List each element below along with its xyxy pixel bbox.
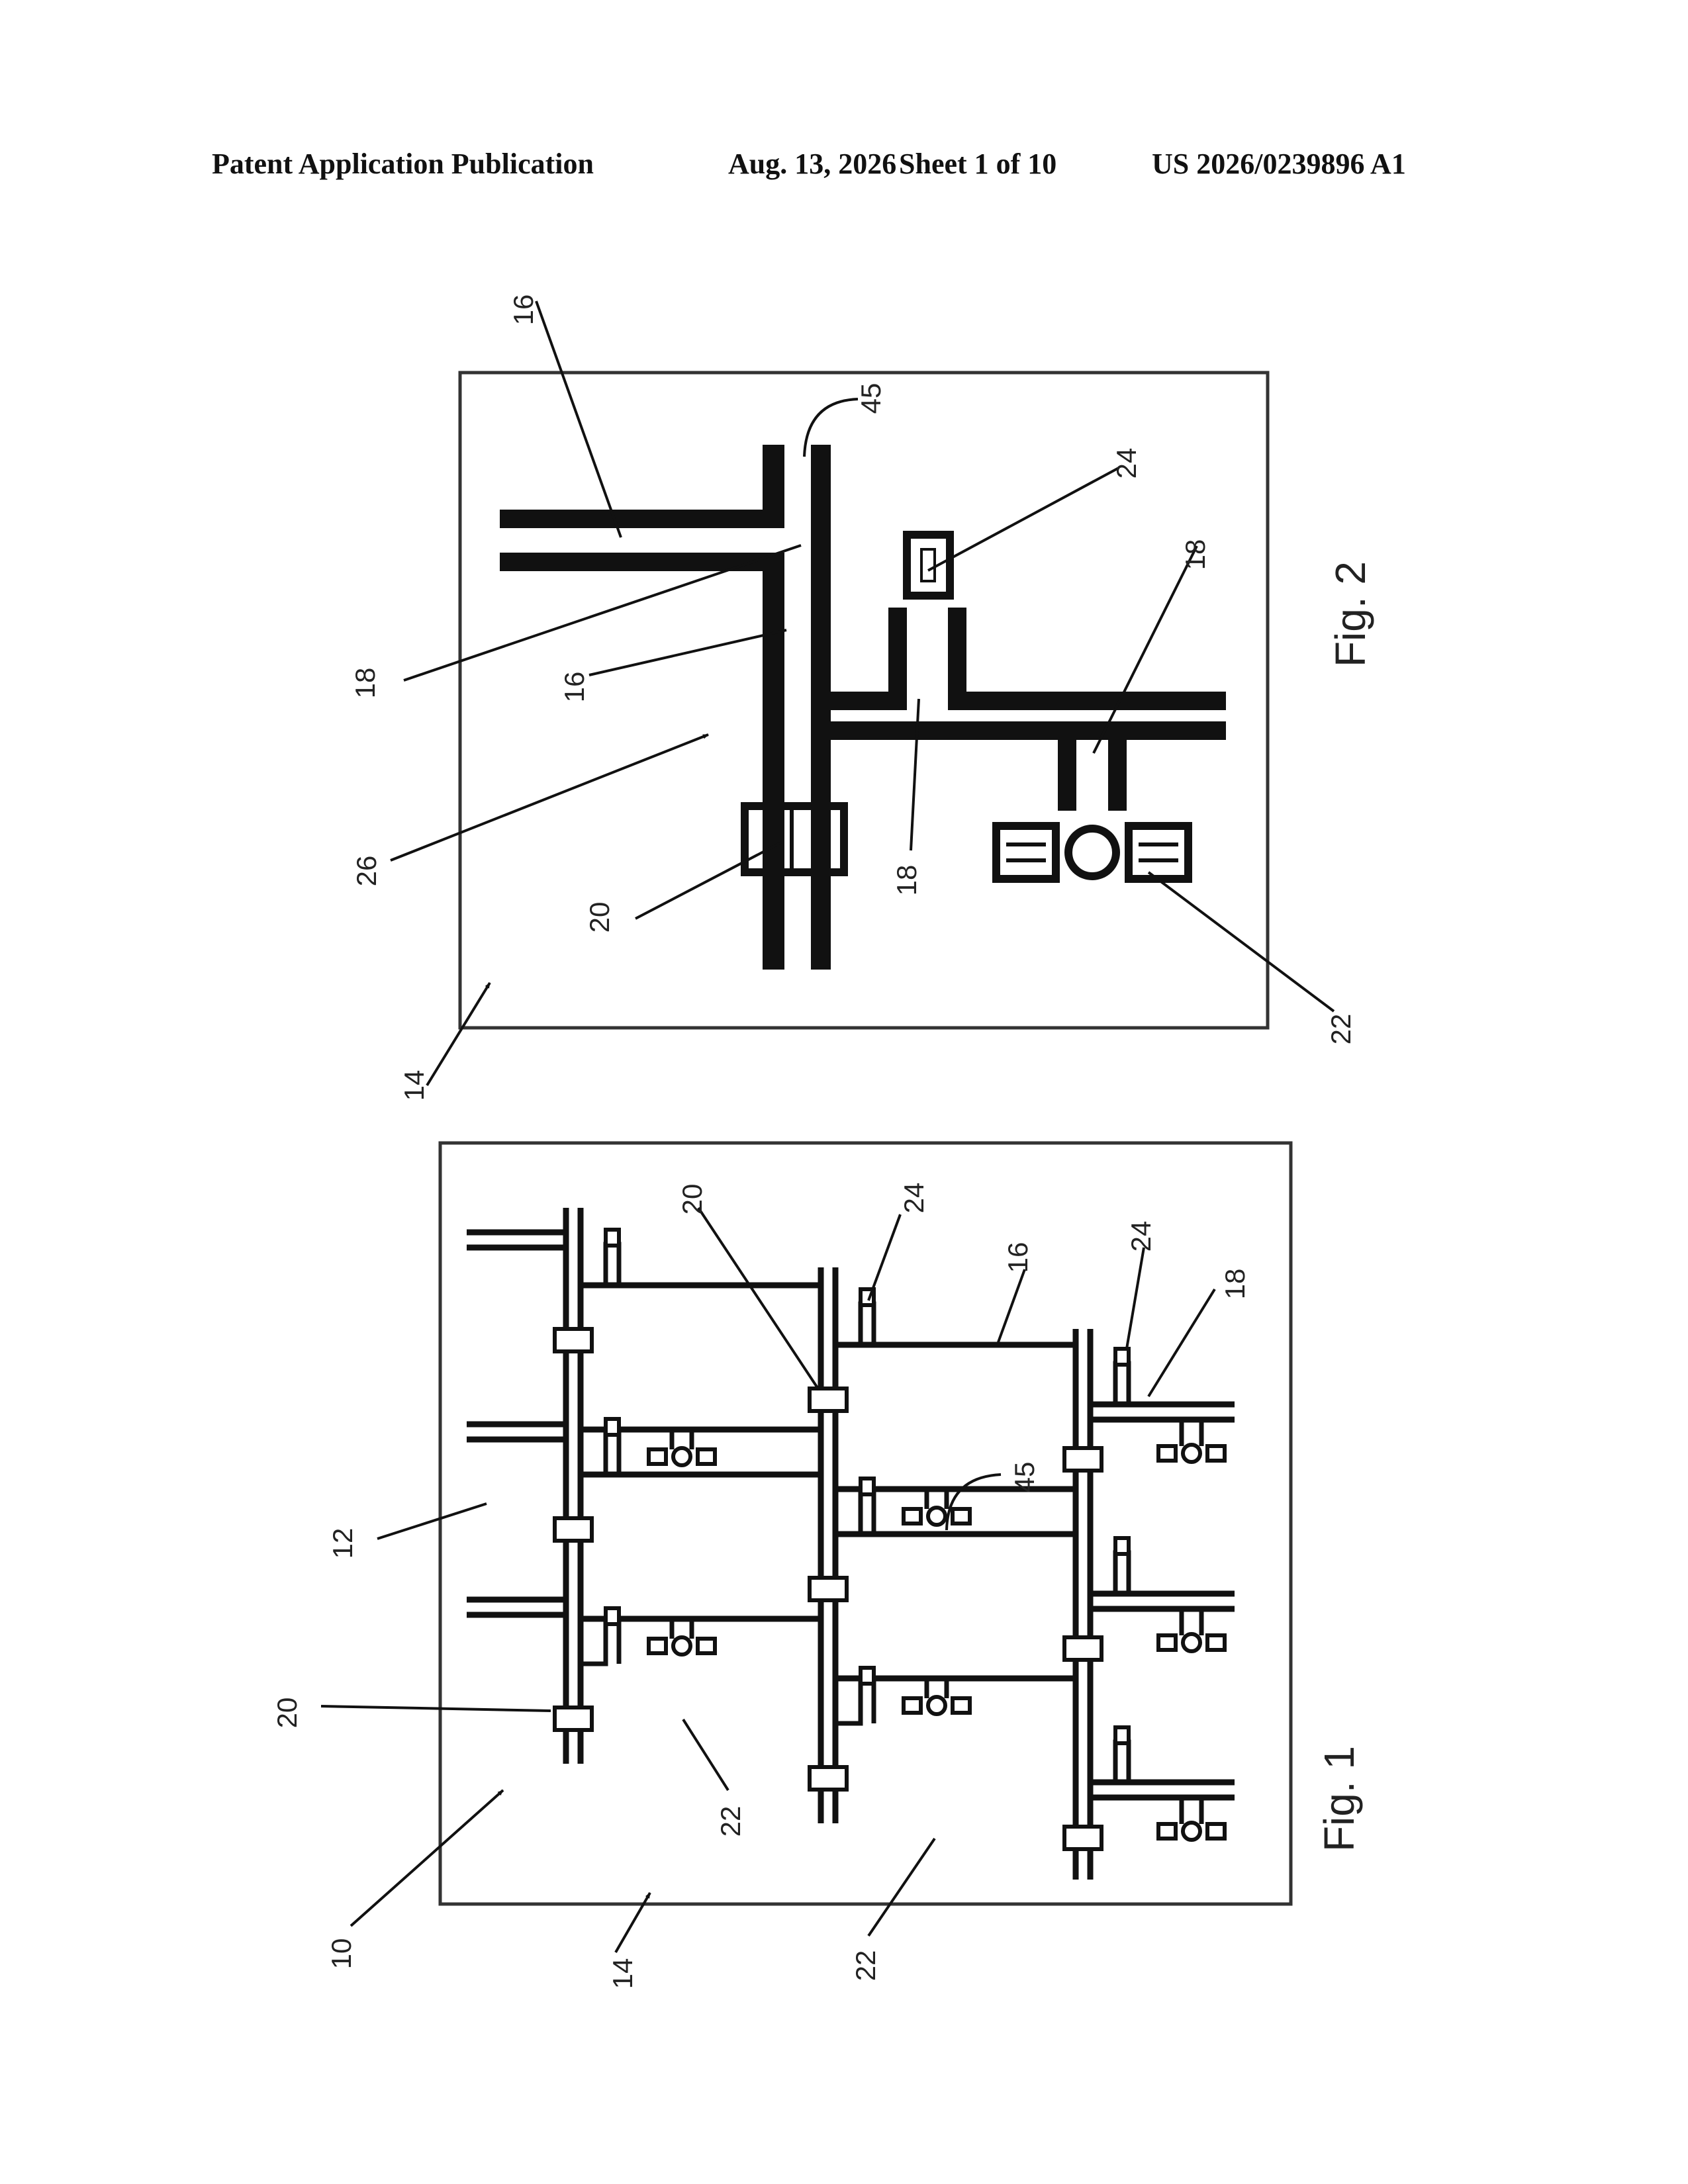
fig2-label-24: 24 xyxy=(1111,448,1142,479)
fig2-element-24 xyxy=(907,535,950,596)
fig2-label-18-center: 18 xyxy=(891,865,922,896)
figure-2: 16 18 16 26 20 18 45 24 18 22 14 Fig. 2 xyxy=(350,295,1374,1101)
fig2-label-26: 26 xyxy=(351,856,382,887)
fig2-element-20 xyxy=(745,806,844,872)
fig1-elements-24 xyxy=(581,1230,1129,1782)
fig1-label-12: 12 xyxy=(327,1528,358,1559)
fig1-label-20-left: 20 xyxy=(271,1698,303,1729)
fig1-label-45: 45 xyxy=(1009,1462,1040,1493)
fig1-elements-22 xyxy=(649,1420,1225,1840)
fig1-label-14: 14 xyxy=(607,1958,638,1989)
fig2-label-22: 22 xyxy=(1325,1014,1356,1045)
fig1-elements-20 xyxy=(555,1329,1102,1849)
fig2-label-14: 14 xyxy=(399,1070,430,1101)
fig2-label-16-top: 16 xyxy=(508,295,539,326)
fig1-label-20-top: 20 xyxy=(677,1184,708,1215)
fig1-label-24-right: 24 xyxy=(1125,1221,1156,1252)
fig2-element-22 xyxy=(996,826,1188,879)
fig1-label-10: 10 xyxy=(326,1938,357,1970)
fig2-label-45: 45 xyxy=(855,383,886,414)
fig1-caption: Fig. 1 xyxy=(1315,1746,1363,1852)
fig1-label-18: 18 xyxy=(1219,1269,1250,1300)
fig2-label-16-mid: 16 xyxy=(559,672,590,703)
fig2-label-20: 20 xyxy=(584,902,615,933)
fig1-label-22-bottom: 22 xyxy=(850,1950,881,1981)
fig1-label-24-top: 24 xyxy=(898,1183,929,1214)
fig2-caption: Fig. 2 xyxy=(1327,561,1374,667)
fig2-label-18-right: 18 xyxy=(1180,539,1211,570)
fig2-label-18-left: 18 xyxy=(350,668,381,699)
fig1-label-16: 16 xyxy=(1002,1242,1033,1273)
fig1-label-22-left: 22 xyxy=(715,1806,746,1837)
figure-1: 12 20 10 14 22 22 20 24 16 24 18 45 Fig.… xyxy=(271,1143,1363,1989)
